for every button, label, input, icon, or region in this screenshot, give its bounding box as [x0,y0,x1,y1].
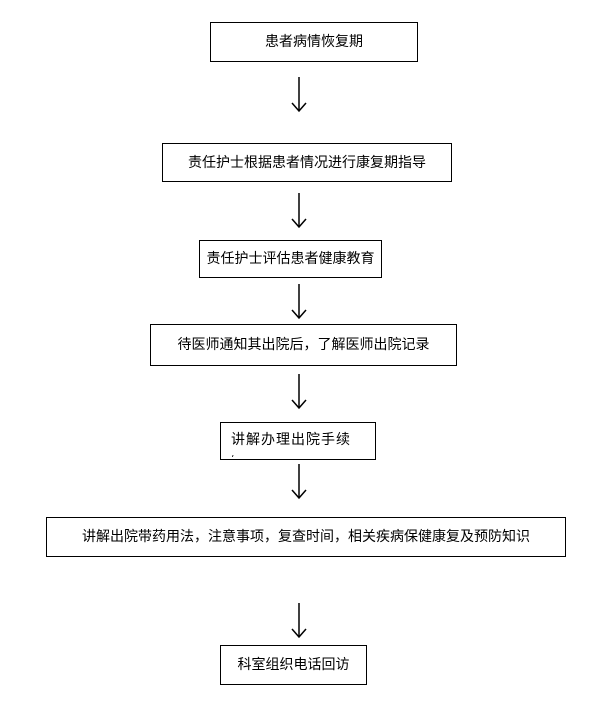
step-label-4: 待医师通知其出院后，了解医师出院记录 [177,337,430,353]
step-label-6: 讲解出院带药用法，注意事项，复查时间，相关疾病保健康复及预防知识 [82,529,530,545]
step-label-5: 讲解办理出院手续 [231,432,351,448]
down-arrow-icon [289,373,309,411]
down-arrow-icon [289,192,309,230]
down-arrow-icon [289,463,309,501]
step-label-1: 患者病情恢复期 [265,34,363,50]
step-box-4: 待医师通知其出院后，了解医师出院记录 [150,324,457,366]
down-arrow-icon [289,283,309,321]
step-label-2: 责任护士根据患者情况进行康复期指导 [188,154,426,171]
step-box-1: 患者病情恢复期 [210,22,418,62]
step-box-3: 责任护士评估患者健康教育 [199,240,382,278]
step-box-2: 责任护士根据患者情况进行康复期指导 [162,143,452,182]
step-box-5: 讲解办理出院手续 [220,422,376,460]
down-arrow-icon [289,76,309,114]
down-arrow-icon [289,602,309,640]
step-box-7: 科室组织电话回访 [220,645,367,685]
step-label-7: 科室组织电话回访 [237,657,350,673]
step-box-6: 讲解出院带药用法，注意事项，复查时间，相关疾病保健康复及预防知识 [46,517,566,557]
clipped-text-fragment: /- [232,455,262,459]
step-label-3: 责任护士评估患者健康教育 [206,251,375,267]
